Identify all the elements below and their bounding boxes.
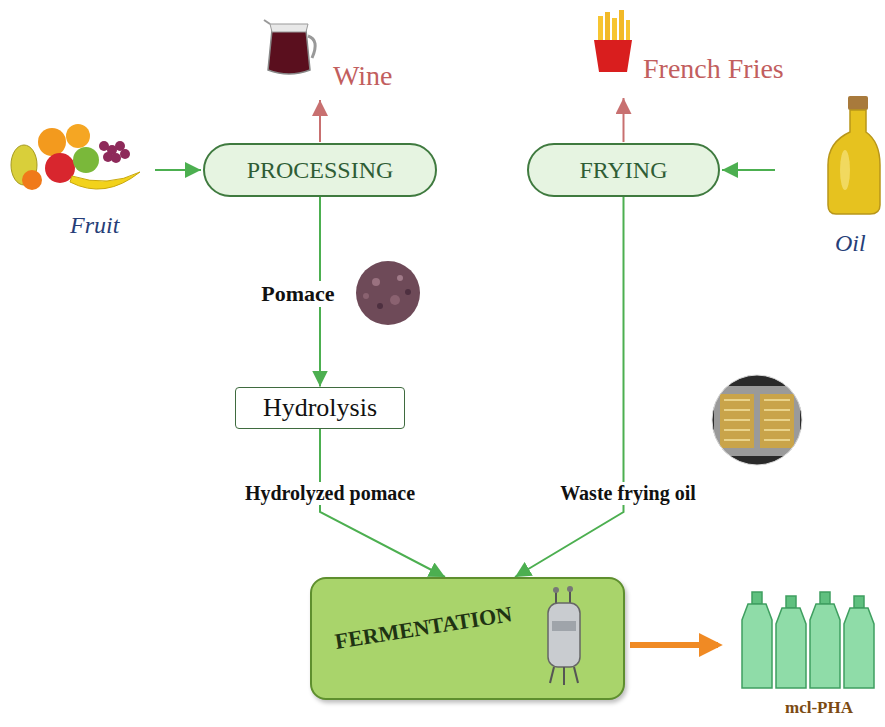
fermentation-box: FERMENTATION	[310, 577, 625, 700]
reactor-part	[574, 667, 578, 683]
process-box: PROCESSING	[203, 143, 437, 197]
oil-bottle	[828, 96, 880, 214]
output-arrow	[630, 642, 718, 648]
input-arrow	[155, 169, 201, 171]
bottles-picture	[742, 592, 874, 688]
product-label: mcl-PHA	[785, 698, 853, 718]
product-label: French Fries	[643, 53, 784, 85]
stream-label: Waste frying oil	[557, 482, 699, 505]
node-text: FRYING	[579, 157, 667, 184]
flow-arrow	[515, 197, 624, 577]
fruit-picture	[11, 124, 140, 190]
reactor-part	[552, 621, 576, 631]
source-label: Fruit	[70, 212, 119, 239]
product-arrow	[319, 100, 321, 142]
reactor-icon	[540, 585, 588, 689]
node-text: FERMENTATION	[333, 601, 514, 655]
wine-jug	[264, 20, 315, 74]
reactor-part	[567, 586, 573, 592]
process-box: FRYING	[527, 143, 720, 197]
reactor-part	[548, 603, 580, 667]
source-label: Oil	[835, 230, 866, 257]
pomace-picture	[356, 261, 420, 325]
reactor-part	[550, 667, 554, 683]
stream-label: Pomace	[258, 281, 337, 307]
input-arrow	[722, 169, 775, 171]
product-label: Wine	[333, 60, 393, 92]
reactor-part	[563, 667, 565, 685]
product-arrow	[623, 98, 625, 142]
fryer-picture	[710, 374, 805, 466]
stream-label: Hydrolyzed pomace	[242, 482, 418, 505]
reactor-part	[553, 587, 559, 593]
fryer-rim	[712, 375, 802, 465]
fries-picture	[594, 10, 632, 72]
node-text: Hydrolysis	[263, 393, 377, 423]
hydrolysis-box: Hydrolysis	[235, 387, 405, 429]
node-text: PROCESSING	[247, 157, 394, 184]
